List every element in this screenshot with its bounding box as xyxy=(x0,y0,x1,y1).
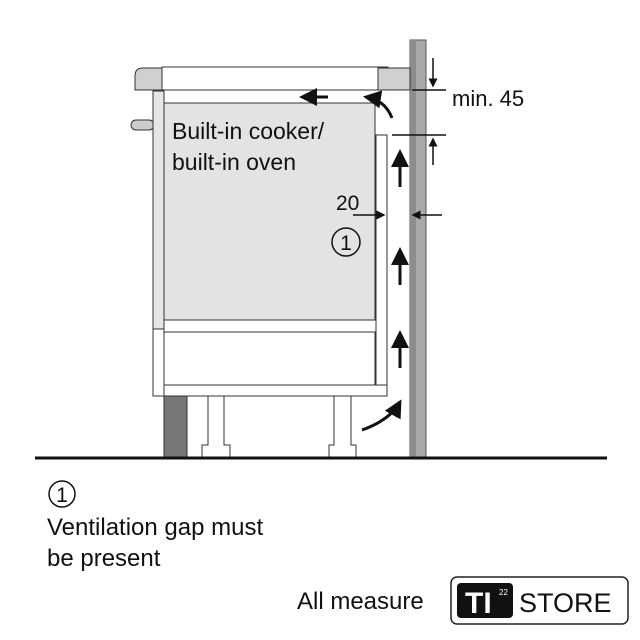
foot-right xyxy=(328,395,357,459)
hob xyxy=(161,66,389,91)
plinth xyxy=(163,395,188,459)
dimension-20: 20 xyxy=(336,192,359,215)
logo-brand: TI xyxy=(465,587,492,620)
logo-store: STORE xyxy=(519,588,612,618)
marker-number: 1 xyxy=(340,232,352,255)
plinth-shelf xyxy=(163,384,388,397)
legend-line2: be present xyxy=(47,545,161,572)
airflow-arrows xyxy=(299,88,409,432)
drawer xyxy=(163,331,376,386)
footer-text: All measure xyxy=(297,588,424,615)
cabinet-side-right xyxy=(375,134,388,386)
dimension-min-45: min. 45 xyxy=(452,86,524,111)
shelf xyxy=(163,319,377,333)
appliance-label-line2: built-in oven xyxy=(172,149,296,175)
legend-marker-number: 1 xyxy=(56,484,68,507)
appliance-label-line1: Built-in cooker/ xyxy=(172,118,325,144)
legend-line1: Ventilation gap must xyxy=(47,514,263,541)
oven-body xyxy=(163,102,376,321)
countertop-left xyxy=(134,67,169,91)
store-logo: TI 22 STORE xyxy=(450,576,629,625)
logo-superscript: 22 xyxy=(499,588,508,597)
cabinet-side-left xyxy=(152,90,165,330)
oven-handle xyxy=(130,119,155,131)
marker-circle xyxy=(331,227,361,257)
legend-marker-circle xyxy=(48,480,76,508)
countertop-right xyxy=(377,67,411,91)
foot-left xyxy=(201,395,231,459)
